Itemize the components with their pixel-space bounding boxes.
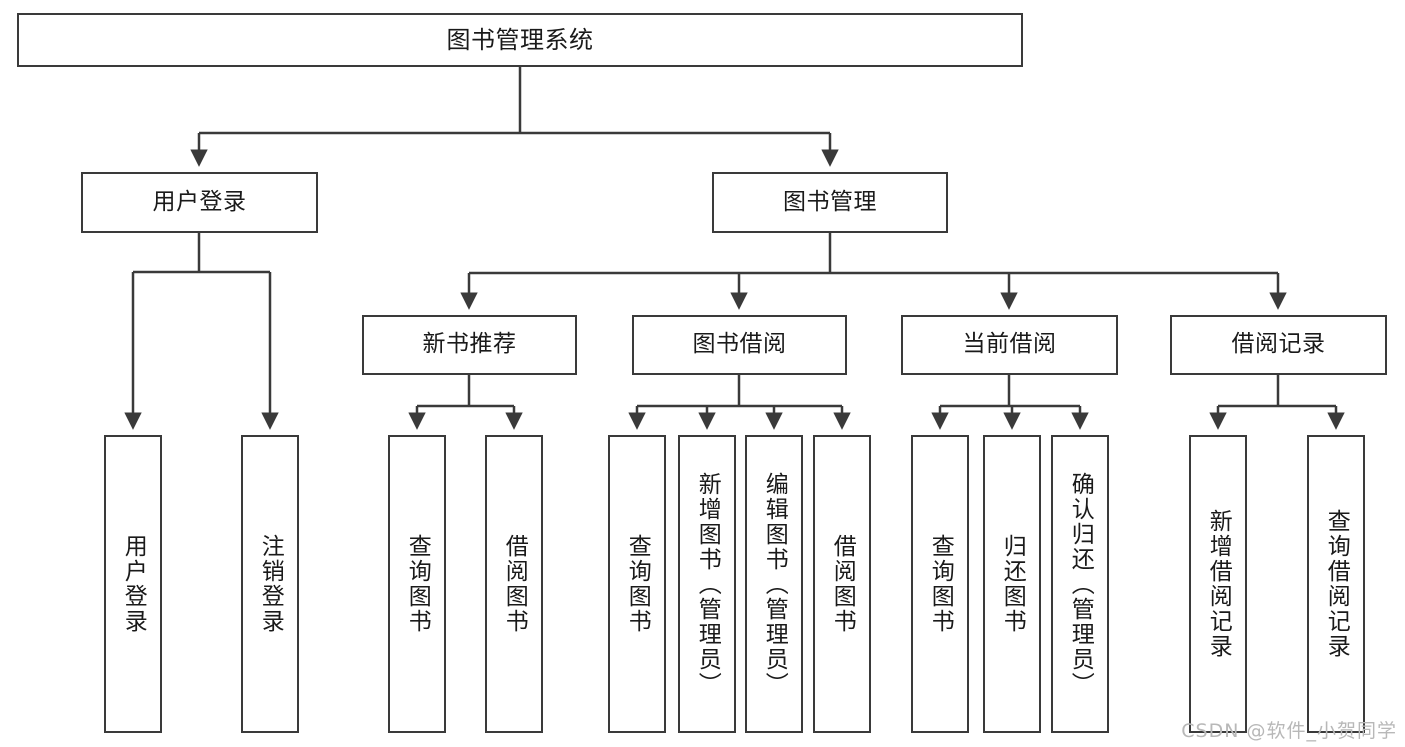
node-user-login[interactable]: 用户登录	[81, 172, 318, 233]
node-current-borrow-label: 当前借阅	[962, 331, 1057, 358]
node-leaf-edit-book-label: 编辑图书（管理员）	[761, 471, 788, 697]
node-book-borrow[interactable]: 图书借阅	[632, 315, 847, 375]
node-leaf-edit-book[interactable]: 编辑图书（管理员）	[745, 435, 803, 733]
node-leaf-borrow-book-1-label: 借阅图书	[501, 534, 528, 634]
node-new-book-rec-label: 新书推荐	[422, 331, 517, 358]
node-leaf-query-record-label: 查询借阅记录	[1323, 509, 1350, 659]
watermark-text: CSDN @软件_小贺同学	[1181, 720, 1397, 742]
node-leaf-query-book-1-label: 查询图书	[404, 534, 431, 634]
node-leaf-confirm-return-label: 确认归还（管理员）	[1067, 471, 1094, 697]
node-leaf-user-login-label: 用户登录	[120, 534, 147, 634]
node-borrow-record[interactable]: 借阅记录	[1170, 315, 1387, 375]
node-book-borrow-label: 图书借阅	[692, 331, 787, 358]
node-leaf-query-book-1[interactable]: 查询图书	[388, 435, 446, 733]
node-book-manage[interactable]: 图书管理	[712, 172, 948, 233]
node-leaf-borrow-book-2-label: 借阅图书	[829, 534, 856, 634]
node-leaf-return-book[interactable]: 归还图书	[983, 435, 1041, 733]
node-current-borrow[interactable]: 当前借阅	[901, 315, 1118, 375]
node-leaf-add-record[interactable]: 新增借阅记录	[1189, 435, 1247, 733]
node-leaf-borrow-book-1[interactable]: 借阅图书	[485, 435, 543, 733]
node-leaf-query-record[interactable]: 查询借阅记录	[1307, 435, 1365, 733]
node-leaf-query-book-2-label: 查询图书	[624, 534, 651, 634]
node-leaf-add-record-label: 新增借阅记录	[1205, 509, 1232, 659]
node-leaf-user-logout-label: 注销登录	[257, 534, 284, 634]
node-leaf-query-book-3[interactable]: 查询图书	[911, 435, 969, 733]
node-leaf-return-book-label: 归还图书	[999, 534, 1026, 634]
node-leaf-query-book-3-label: 查询图书	[927, 534, 954, 634]
node-book-manage-label: 图书管理	[783, 188, 877, 215]
node-borrow-record-label: 借阅记录	[1231, 331, 1326, 358]
node-root[interactable]: 图书管理系统	[17, 13, 1023, 67]
node-leaf-add-book-label: 新增图书（管理员）	[694, 471, 721, 697]
node-user-login-label: 用户登录	[152, 188, 247, 215]
node-leaf-query-book-2[interactable]: 查询图书	[608, 435, 666, 733]
node-leaf-confirm-return[interactable]: 确认归还（管理员）	[1051, 435, 1109, 733]
node-new-book-rec[interactable]: 新书推荐	[362, 315, 577, 375]
node-leaf-borrow-book-2[interactable]: 借阅图书	[813, 435, 871, 733]
node-leaf-add-book[interactable]: 新增图书（管理员）	[678, 435, 736, 733]
node-leaf-user-login[interactable]: 用户登录	[104, 435, 162, 733]
node-root-label: 图书管理系统	[446, 25, 594, 54]
node-leaf-user-logout[interactable]: 注销登录	[241, 435, 299, 733]
